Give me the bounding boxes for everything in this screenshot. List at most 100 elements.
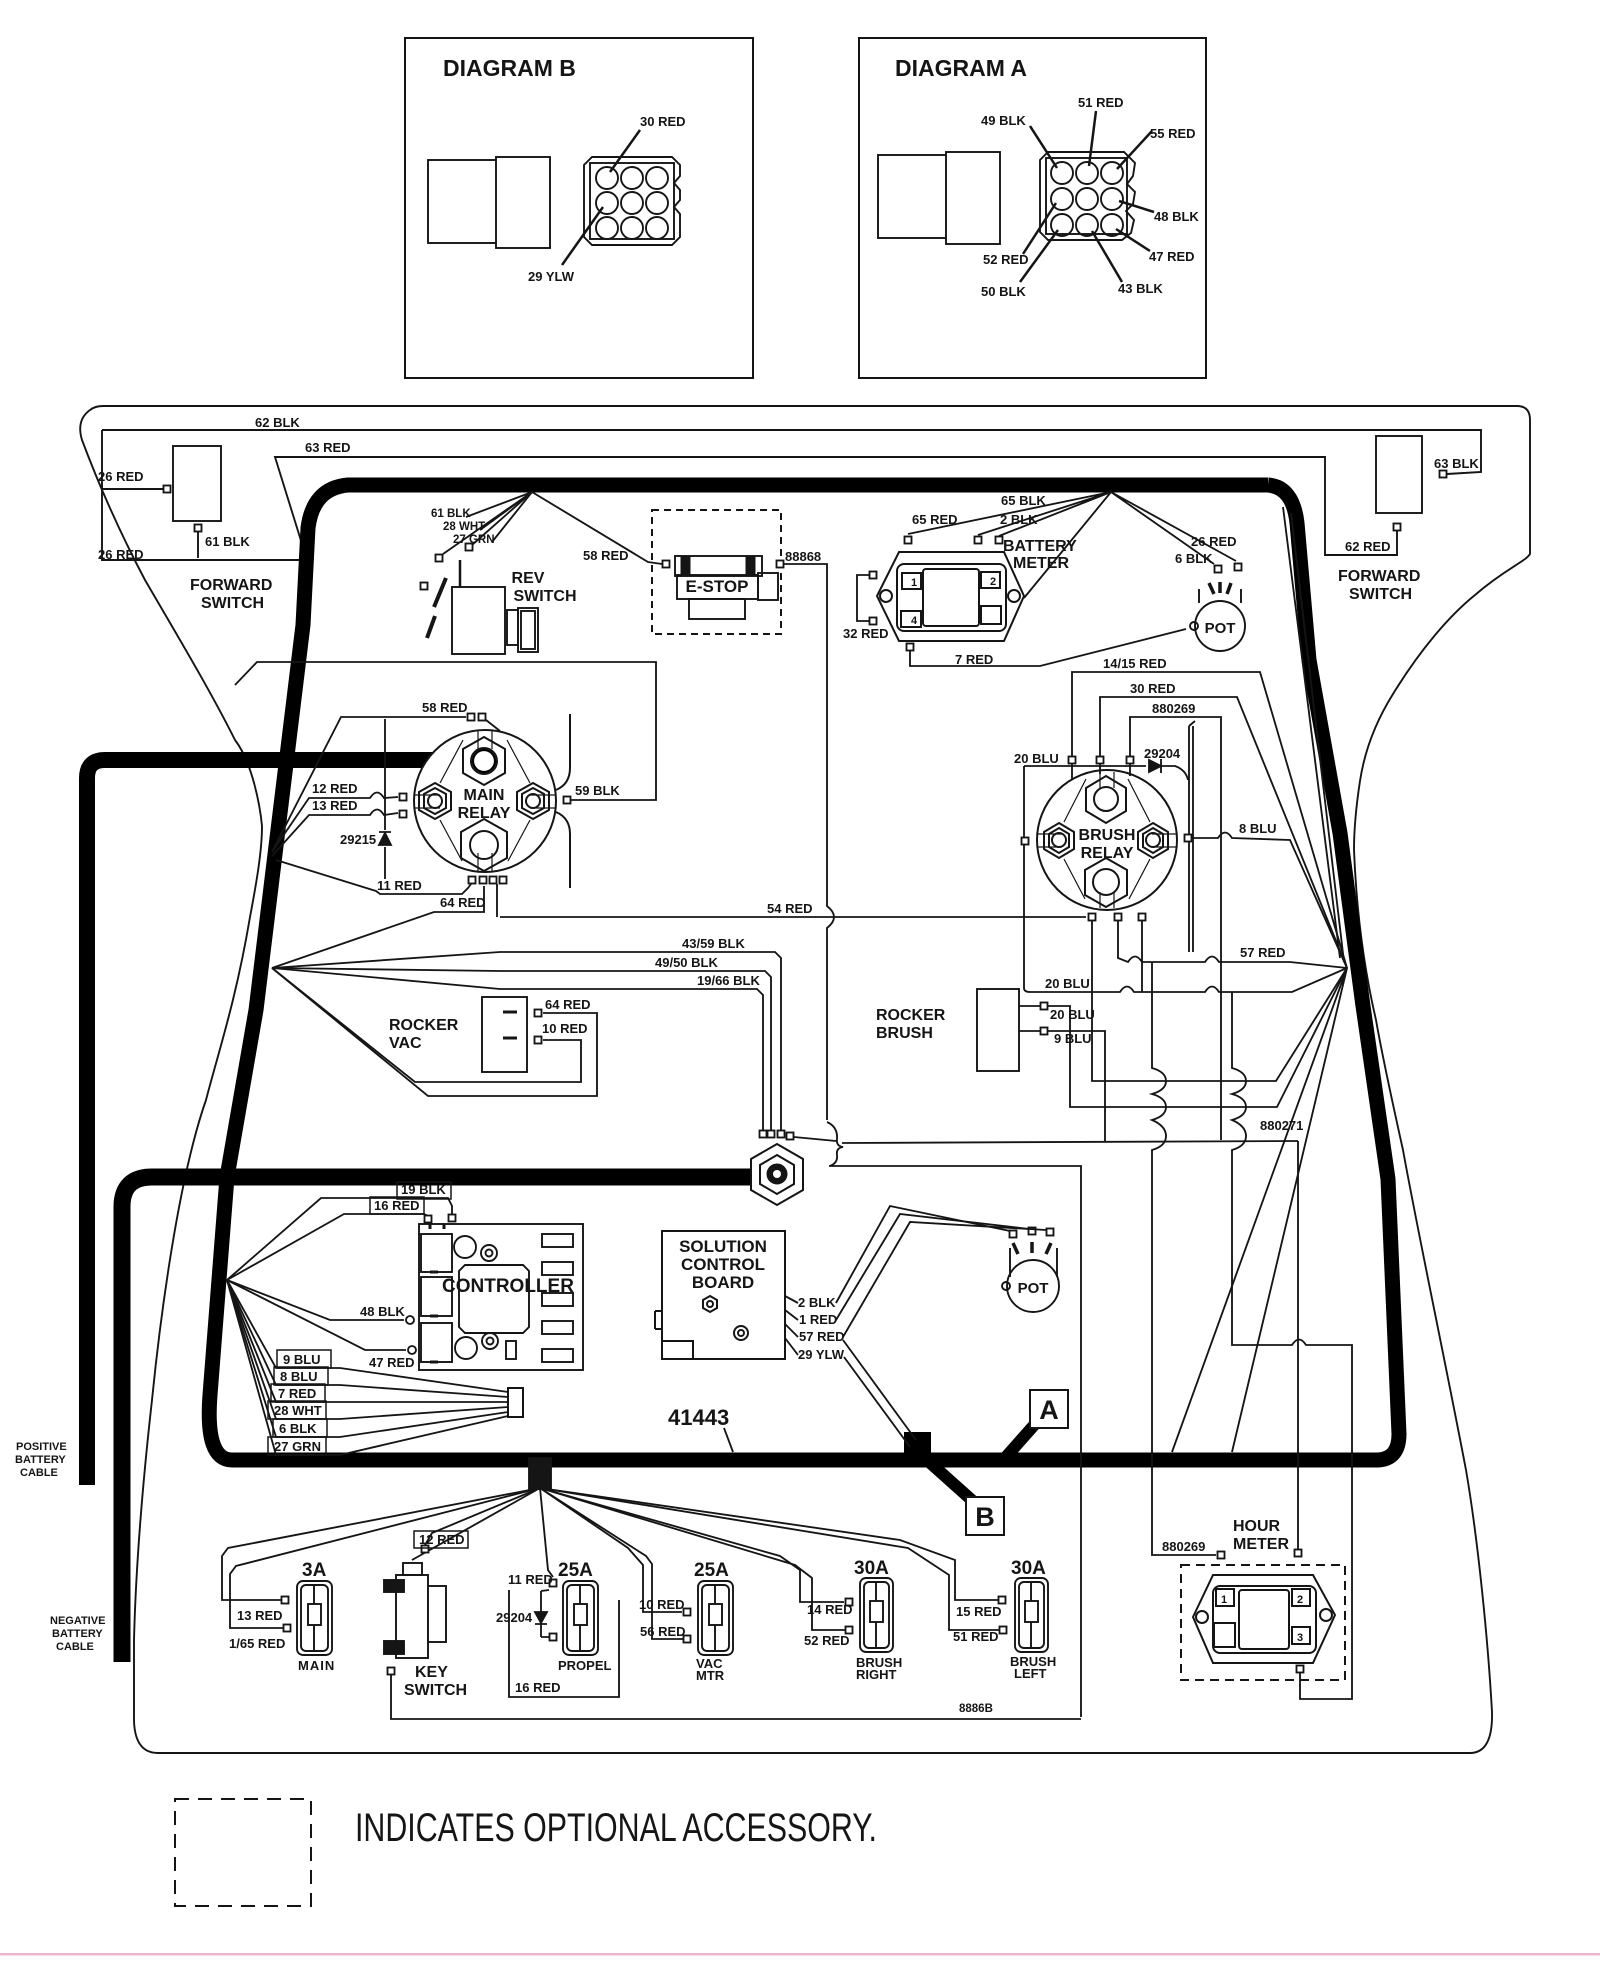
svg-text:54 RED: 54 RED [767,901,813,916]
svg-text:B: B [975,1502,995,1532]
svg-text:25A: 25A [694,1560,729,1581]
svg-text:59 BLK: 59 BLK [575,783,620,798]
svg-text:30A: 30A [854,1558,889,1579]
svg-text:METER: METER [1013,555,1069,572]
svg-text:29 YLW: 29 YLW [798,1347,845,1362]
svg-text:2 BLK: 2 BLK [798,1295,836,1310]
svg-text:49/50 BLK: 49/50 BLK [655,955,718,970]
svg-text:11 RED: 11 RED [508,1572,553,1587]
svg-text:19 BLK: 19 BLK [401,1182,446,1197]
svg-text:61 BLK: 61 BLK [205,534,250,549]
svg-text:8886B: 8886B [959,1703,993,1715]
svg-text:DIAGRAM A: DIAGRAM A [895,55,1027,81]
svg-text:2: 2 [990,576,996,588]
svg-text:7 RED: 7 RED [278,1386,316,1401]
svg-text:6 BLK: 6 BLK [1175,551,1213,566]
svg-text:POT: POT [1018,1280,1049,1297]
svg-text:880271: 880271 [1260,1118,1303,1133]
svg-text:RELAY: RELAY [458,805,511,822]
svg-text:29204: 29204 [1144,746,1181,761]
svg-text:32 RED: 32 RED [843,626,889,641]
svg-text:47 RED: 47 RED [1149,249,1195,264]
svg-text:20 BLU: 20 BLU [1014,751,1059,766]
svg-text:ROCKER: ROCKER [389,1017,459,1034]
svg-text:1: 1 [911,577,917,589]
svg-text:BOARD: BOARD [692,1273,754,1292]
svg-text:RELAY: RELAY [1081,845,1134,862]
svg-text:58 RED: 58 RED [583,548,629,563]
svg-text:MAIN: MAIN [464,787,505,804]
svg-text:20 BLU: 20 BLU [1050,1007,1095,1022]
svg-text:88868: 88868 [785,549,821,564]
svg-text:CABLE: CABLE [20,1467,58,1479]
svg-text:SWITCH: SWITCH [1349,586,1412,603]
svg-text:28 WHT: 28 WHT [274,1403,322,1418]
svg-text:1 RED: 1 RED [799,1312,837,1327]
svg-text:15 RED: 15 RED [956,1604,1002,1619]
svg-text:12 RED: 12 RED [419,1532,465,1547]
svg-text:20 BLU: 20 BLU [1045,976,1090,991]
svg-text:48 BLK: 48 BLK [360,1304,405,1319]
svg-text:1: 1 [1221,1594,1227,1606]
svg-text:16 RED: 16 RED [515,1680,561,1695]
svg-text:INDICATES OPTIONAL ACCESSORY.: INDICATES OPTIONAL ACCESSORY. [355,1806,877,1850]
svg-text:880269: 880269 [1162,1539,1205,1554]
svg-text:56 RED: 56 RED [640,1624,686,1639]
svg-text:BRUSH: BRUSH [1010,1654,1056,1669]
svg-text:VAC: VAC [389,1035,422,1052]
svg-text:ROCKER: ROCKER [876,1007,946,1024]
svg-text:29215: 29215 [340,832,376,847]
svg-text:30A: 30A [1011,1558,1046,1579]
svg-text:49 BLK: 49 BLK [981,113,1026,128]
svg-text:25A: 25A [558,1560,593,1581]
svg-text:RIGHT: RIGHT [856,1667,897,1682]
svg-text:POSITIVE: POSITIVE [16,1441,67,1453]
svg-text:BATTERY: BATTERY [15,1454,66,1466]
svg-text:11 RED: 11 RED [377,878,422,893]
svg-text:63 RED: 63 RED [305,440,351,455]
svg-text:12 RED: 12 RED [312,781,358,796]
svg-text:41443: 41443 [668,1405,729,1430]
svg-text:SOLUTION: SOLUTION [679,1237,767,1256]
svg-text:64 RED: 64 RED [440,895,486,910]
svg-text:DIAGRAM B: DIAGRAM B [443,55,576,81]
svg-text:SWITCH: SWITCH [404,1682,467,1699]
svg-text:4: 4 [911,615,918,627]
svg-text:52 RED: 52 RED [804,1633,850,1648]
svg-text:47 RED: 47 RED [369,1355,415,1370]
svg-text:48 BLK: 48 BLK [1154,209,1199,224]
svg-text:BRUSH: BRUSH [876,1025,933,1042]
svg-text:2: 2 [1297,1594,1303,1606]
svg-text:E-STOP: E-STOP [686,577,749,596]
svg-text:CONTROL: CONTROL [681,1255,765,1274]
svg-text:NEGATIVE: NEGATIVE [50,1615,105,1627]
svg-text:43 BLK: 43 BLK [1118,281,1163,296]
svg-text:LEFT: LEFT [1014,1666,1047,1681]
svg-text:MTR: MTR [696,1668,725,1683]
svg-text:29204: 29204 [496,1610,533,1625]
svg-text:51 RED: 51 RED [953,1629,999,1644]
svg-text:MAIN: MAIN [298,1658,335,1673]
svg-text:13 RED: 13 RED [312,798,358,813]
svg-text:64 RED: 64 RED [545,997,591,1012]
svg-text:19/66 BLK: 19/66 BLK [697,973,760,988]
svg-text:30 RED: 30 RED [640,114,686,129]
svg-text:62 RED: 62 RED [1345,539,1391,554]
svg-text:27 GRN: 27 GRN [274,1439,321,1454]
svg-text:26 RED: 26 RED [1191,534,1237,549]
svg-text:16 RED: 16 RED [374,1198,420,1213]
svg-text:VAC: VAC [696,1656,723,1671]
svg-text:57 RED: 57 RED [799,1329,845,1344]
svg-text:65 BLK: 65 BLK [1001,493,1046,508]
svg-text:55 RED: 55 RED [1150,126,1196,141]
svg-text:10 RED: 10 RED [639,1597,685,1612]
svg-text:26 RED: 26 RED [98,547,144,562]
svg-text:62 BLK: 62 BLK [255,415,300,430]
svg-text:8 BLU: 8 BLU [280,1369,318,1384]
svg-text:9 BLU: 9 BLU [283,1352,321,1367]
svg-text:SWITCH: SWITCH [201,595,264,612]
svg-text:14/15 RED: 14/15 RED [1103,656,1167,671]
svg-text:30 RED: 30 RED [1130,681,1176,696]
svg-text:13 RED: 13 RED [237,1608,283,1623]
svg-text:PROPEL: PROPEL [558,1658,612,1673]
